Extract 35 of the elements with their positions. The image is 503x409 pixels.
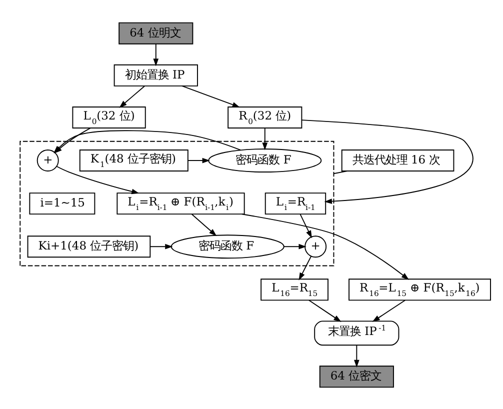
arrow <box>150 243 173 249</box>
node-box: R$_{0}$(32 位) <box>228 106 302 128</box>
node-box: R$_{16}$=L$_{15}$ ⊕ F(R$_{15}$,k$_{16}$) <box>348 278 491 300</box>
node-ellipse: 密码函数 F <box>208 148 322 172</box>
arrow <box>354 344 360 367</box>
node-box: K$_{1}$(48 位子密钥) <box>79 149 188 172</box>
node-box: i=1~15 <box>29 192 96 214</box>
node-circle: + <box>304 235 327 258</box>
node-ellipse: 密码函数 F <box>170 234 284 258</box>
node-box: 64 位密文 <box>319 365 394 388</box>
arrow <box>182 85 240 107</box>
connector <box>333 170 348 174</box>
node-box: 共迭代处理 16 次 <box>341 149 454 172</box>
node-box: L$_{16}$=R$_{15}$ <box>260 278 328 300</box>
arrow <box>301 119 474 204</box>
arrow <box>188 157 210 163</box>
arrow <box>262 127 268 150</box>
node-box: L$_{0}$(32 位) <box>72 106 146 128</box>
arrow <box>308 299 342 322</box>
arrow <box>241 213 410 280</box>
arrow <box>119 85 146 108</box>
node-box: 64 位明文 <box>118 22 194 44</box>
node-box: 初始置换 IP <box>114 64 198 86</box>
node-circle: + <box>36 149 59 172</box>
arrow <box>191 213 217 236</box>
arrow <box>372 299 406 322</box>
arrow <box>283 243 306 249</box>
arrow <box>300 214 312 238</box>
node-box: L$_{i}$=R$_{i-1}$ <box>264 192 326 214</box>
node-box: 末置换 IP$^{-1}$ <box>314 320 400 346</box>
node-box: Ki+1(48 位子密钥) <box>27 235 151 258</box>
arrow <box>153 43 159 66</box>
arrow <box>298 255 312 280</box>
node-box: L$_{i}$=R$_{i-1}$ ⊕ F(R$_{i-1}$,k$_{i}$) <box>116 192 245 214</box>
arrow <box>56 165 140 194</box>
